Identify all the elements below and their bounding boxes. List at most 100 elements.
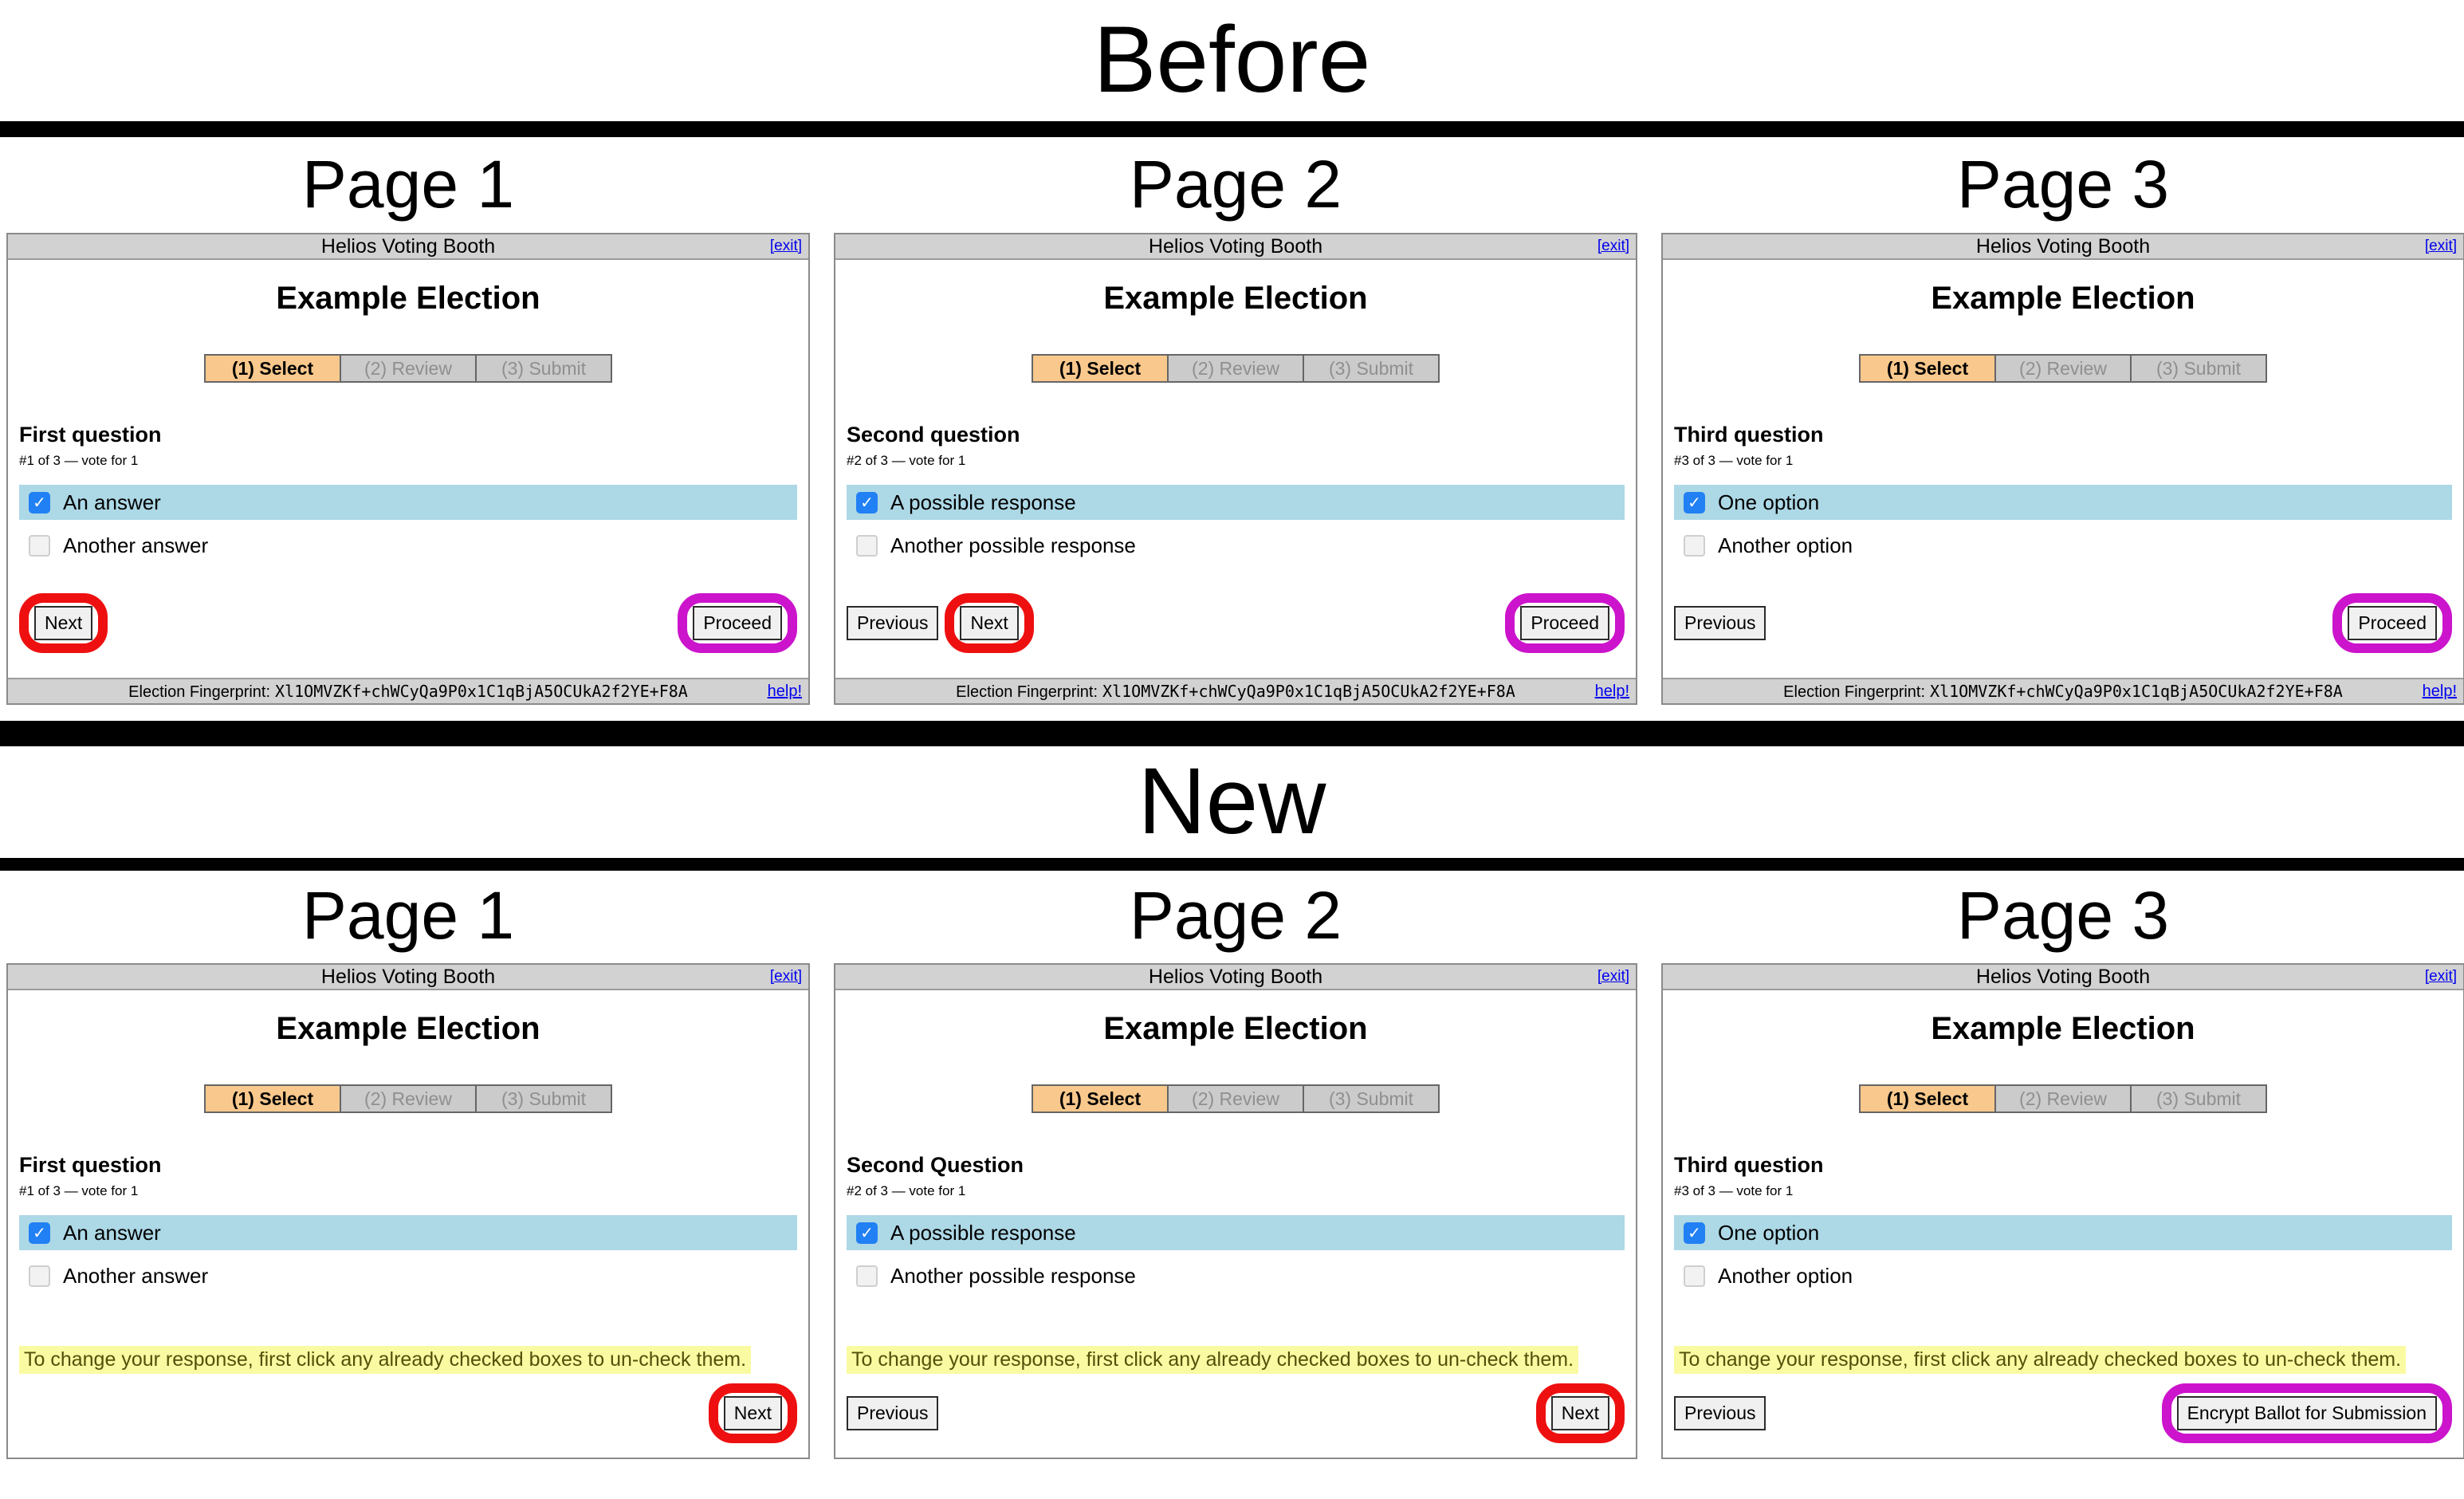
option-row-unchecked[interactable]: Another possible response — [847, 1260, 1625, 1292]
checkbox-unchecked-icon[interactable] — [29, 534, 50, 557]
exit-link[interactable]: [exit] — [769, 238, 802, 254]
exit-link[interactable]: [exit] — [2424, 238, 2457, 254]
window-title: Helios Voting Booth — [1975, 234, 2151, 258]
question-meta: #2 of 3 — vote for 1 — [847, 1183, 966, 1198]
exit-link[interactable]: [exit] — [769, 968, 802, 985]
uncheck-instruction-note: To change your response, first click any… — [1674, 1346, 2407, 1374]
button-row: Previous Proceed — [1674, 593, 2452, 653]
election-title: Example Election — [1931, 1011, 2195, 1046]
page-header: Page 3 — [1956, 878, 2170, 953]
proceed-button[interactable]: Proceed — [693, 606, 782, 640]
election-title: Example Election — [1103, 1011, 1368, 1046]
window-titlebar: Helios Voting Booth [exit] — [8, 234, 808, 260]
option-label: One option — [1718, 490, 1820, 514]
previous-button[interactable]: Previous — [847, 1396, 939, 1430]
question-meta: #3 of 3 — vote for 1 — [1674, 1183, 1794, 1198]
question-title: Third question — [1674, 423, 1824, 447]
option-row-checked[interactable]: ✓ One option — [1674, 1215, 2452, 1250]
proceed-button[interactable]: Proceed — [1520, 606, 1609, 640]
option-label: Another option — [1718, 1263, 1853, 1288]
option-label: A possible response — [890, 1220, 1076, 1245]
booth-content: Example Election (1) Select (2) Review (… — [8, 281, 808, 653]
fingerprint-label: Election Fingerprint: — [1783, 683, 1926, 701]
voting-booth-window-before-3: Helios Voting Booth [exit] Example Elect… — [1661, 233, 2464, 705]
annotation-red-circle: Next — [945, 593, 1034, 653]
option-row-unchecked[interactable]: Another option — [1674, 1260, 2452, 1292]
exit-link[interactable]: [exit] — [1597, 238, 1629, 254]
question-title: Second question — [847, 423, 1020, 447]
exit-link[interactable]: [exit] — [2424, 968, 2457, 985]
window-titlebar: Helios Voting Booth [exit] — [8, 965, 808, 990]
option-row-checked[interactable]: ✓ An answer — [19, 1215, 797, 1250]
election-fingerprint-bar: Election Fingerprint:Xl1OMVZKf+chWCyQa9P… — [835, 678, 1636, 703]
checkbox-checked-icon[interactable]: ✓ — [856, 491, 878, 513]
tab-select: (1) Select — [1861, 356, 1994, 381]
option-row-checked[interactable]: ✓ A possible response — [847, 1215, 1625, 1250]
exit-link[interactable]: [exit] — [1597, 968, 1629, 985]
checkbox-checked-icon[interactable]: ✓ — [1684, 491, 1705, 513]
checkbox-unchecked-icon[interactable] — [29, 1265, 50, 1287]
checkbox-checked-icon[interactable]: ✓ — [856, 1222, 878, 1244]
progress-tabs: (1) Select (2) Review (3) Submit — [1032, 354, 1440, 383]
election-title: Example Election — [1931, 281, 2195, 316]
options-list: ✓ An answer Another answer — [19, 1215, 797, 1292]
previous-button[interactable]: Previous — [847, 606, 939, 640]
progress-tabs: (1) Select (2) Review (3) Submit — [204, 1084, 612, 1113]
next-button[interactable]: Next — [960, 606, 1019, 640]
window-title: Helios Voting Booth — [1148, 234, 1323, 258]
divider-bar — [0, 858, 2464, 871]
option-row-unchecked[interactable]: Another answer — [19, 1260, 797, 1292]
checkbox-unchecked-icon[interactable] — [856, 534, 878, 557]
annotation-red-circle: Next — [19, 593, 108, 653]
next-button[interactable]: Next — [1550, 1396, 1609, 1430]
election-fingerprint: Election Fingerprint:Xl1OMVZKf+chWCyQa9P… — [956, 682, 1515, 702]
window-titlebar: Helios Voting Booth [exit] — [1663, 234, 2463, 260]
option-row-checked[interactable]: ✓ One option — [1674, 485, 2452, 520]
booth-content: Example Election (1) Select (2) Review (… — [8, 1011, 808, 1443]
voting-booth-window-new-1: Helios Voting Booth [exit] Example Elect… — [6, 963, 810, 1459]
tab-select: (1) Select — [1033, 1086, 1167, 1111]
checkbox-checked-icon[interactable]: ✓ — [1684, 1222, 1705, 1244]
proceed-button[interactable]: Proceed — [2348, 606, 2437, 640]
help-link[interactable]: help! — [767, 682, 802, 700]
checkbox-unchecked-icon[interactable] — [856, 1265, 878, 1287]
tab-submit: (3) Submit — [475, 1086, 611, 1111]
voting-booth-window-before-1: Helios Voting Booth [exit] Example Elect… — [6, 233, 810, 705]
checkbox-unchecked-icon[interactable] — [1684, 1265, 1705, 1287]
annotation-red-circle: Next — [1535, 1383, 1625, 1443]
option-label: Another answer — [63, 1263, 209, 1288]
booth-content: Example Election (1) Select (2) Review (… — [835, 1011, 1636, 1443]
tab-select: (1) Select — [206, 356, 340, 381]
question-meta: #1 of 3 — vote for 1 — [19, 1183, 139, 1198]
option-row-unchecked[interactable]: Another option — [1674, 529, 2452, 561]
divider-bar — [0, 721, 2464, 746]
option-row-unchecked[interactable]: Another possible response — [847, 529, 1625, 561]
option-row-checked[interactable]: ✓ An answer — [19, 485, 797, 520]
next-button[interactable]: Next — [723, 1396, 782, 1430]
button-row: Next — [19, 1383, 797, 1443]
encrypt-ballot-button[interactable]: Encrypt Ballot for Submission — [2176, 1396, 2437, 1430]
checkbox-unchecked-icon[interactable] — [1684, 534, 1705, 557]
previous-button[interactable]: Previous — [1674, 606, 1766, 640]
tab-review: (2) Review — [1167, 1086, 1303, 1111]
fingerprint-value: Xl1OMVZKf+chWCyQa9P0x1C1qBjA5OCUkA2f2YE+… — [1102, 681, 1515, 701]
checkbox-checked-icon[interactable]: ✓ — [29, 491, 50, 513]
annotation-magenta-circle: Proceed — [678, 593, 797, 653]
help-link[interactable]: help! — [2422, 682, 2457, 700]
fingerprint-label: Election Fingerprint: — [956, 683, 1098, 701]
checkbox-checked-icon[interactable]: ✓ — [29, 1222, 50, 1244]
previous-button[interactable]: Previous — [1674, 1396, 1766, 1430]
tab-submit: (3) Submit — [1303, 1086, 1438, 1111]
tab-submit: (3) Submit — [1303, 356, 1438, 381]
option-row-unchecked[interactable]: Another answer — [19, 529, 797, 561]
voting-booth-window-new-3: Helios Voting Booth [exit] Example Elect… — [1661, 963, 2464, 1459]
option-label: A possible response — [890, 490, 1076, 514]
progress-tabs: (1) Select (2) Review (3) Submit — [1859, 354, 2267, 383]
help-link[interactable]: help! — [1594, 682, 1629, 700]
next-button[interactable]: Next — [34, 606, 93, 640]
option-row-checked[interactable]: ✓ A possible response — [847, 485, 1625, 520]
progress-tabs: (1) Select (2) Review (3) Submit — [1859, 1084, 2267, 1113]
election-title: Example Election — [1103, 281, 1368, 316]
page-header: Page 3 — [1956, 147, 2170, 222]
tab-review: (2) Review — [1994, 1086, 2130, 1111]
